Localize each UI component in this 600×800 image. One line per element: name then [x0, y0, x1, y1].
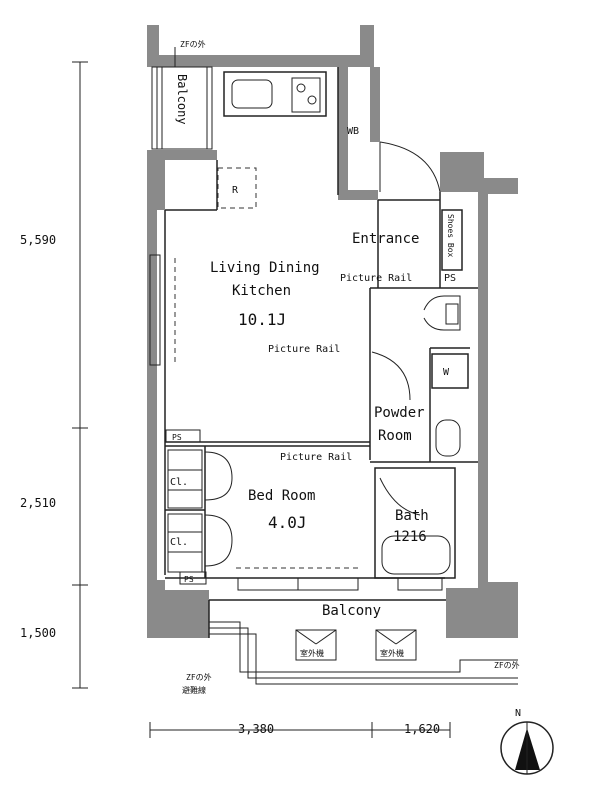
closet-1-label: Cl.	[170, 477, 188, 488]
ps-1: PS	[444, 273, 456, 284]
dimension-2510: 2,510	[20, 496, 56, 510]
outdoor-unit-1	[295, 629, 337, 661]
balcony-bottom-label: Balcony	[322, 603, 381, 619]
closet-door-swings-2	[204, 514, 233, 567]
washstand	[423, 295, 461, 331]
kitchen-counter	[223, 71, 327, 117]
dimension-1500: 1,500	[20, 626, 56, 640]
shoes-box	[441, 209, 463, 271]
entrance-door-swing	[379, 141, 441, 193]
ps-3: PS	[184, 575, 194, 584]
mb-label: WB	[347, 126, 359, 137]
entrance-label: Entrance	[352, 231, 419, 247]
exterior-walls	[147, 25, 518, 638]
balcony-top	[151, 66, 213, 150]
zf-note-bottom-right: ZFの外	[494, 660, 520, 670]
bath-window	[397, 577, 443, 591]
bedroom-area: 4.0J	[268, 513, 307, 532]
shoes-box-label: Shoes Box	[446, 214, 455, 258]
ldk-label-line1: Living Dining	[210, 260, 320, 276]
bedroom-label: Bed Room	[248, 488, 315, 504]
picture-rail-1: Picture Rail	[340, 273, 412, 284]
closet-2	[167, 513, 203, 573]
refrigerator-label: R	[232, 185, 239, 196]
picture-rail-2: Picture Rail	[268, 344, 340, 355]
dimension-5590: 5,590	[20, 233, 56, 247]
zf-note-top: ZFの外	[180, 39, 206, 49]
washing-machine-space	[431, 353, 469, 389]
closet-1	[167, 449, 203, 509]
ldk-area: 10.1J	[238, 310, 286, 329]
horizontal-dimension-line	[149, 722, 451, 738]
closet-door-swings-1	[204, 451, 233, 501]
toilet	[435, 419, 461, 457]
bath-label-line2: 1216	[393, 529, 427, 545]
dimension-3380: 3,380	[238, 722, 274, 736]
balcony-railing	[209, 621, 518, 685]
balcony-top-label: Balcony	[175, 74, 189, 125]
ps-2: PS	[172, 433, 182, 442]
compass-north-label: N	[515, 708, 521, 719]
powder-label-line1: Powder	[374, 405, 425, 421]
powder-label-line2: Room	[378, 428, 412, 444]
refrigerator-space	[217, 167, 257, 209]
bath-label-line1: Bath	[395, 508, 429, 524]
picture-rail-3: Picture Rail	[280, 452, 352, 463]
compass-icon	[500, 721, 554, 775]
outdoor-unit-2	[375, 629, 417, 661]
dimension-1620: 1,620	[404, 722, 440, 736]
washer-label: W	[443, 367, 450, 378]
vertical-dimension-line	[72, 61, 88, 689]
outdoor-unit-2-label: 室外機	[380, 648, 404, 658]
ldk-label-line2: Kitchen	[232, 283, 291, 299]
outdoor-unit-1-label: 室外機	[300, 648, 324, 658]
ldk-window	[149, 254, 161, 366]
zf-note-bottom-left-1: ZFの外	[186, 672, 212, 682]
closet-2-label: Cl.	[170, 537, 188, 548]
ps-box-2	[165, 429, 201, 443]
zf-note-bottom-left-2: 避難線	[182, 685, 206, 695]
powder-door-swing	[371, 351, 411, 401]
bath-door-swing	[379, 477, 421, 516]
bathtub	[381, 535, 451, 575]
